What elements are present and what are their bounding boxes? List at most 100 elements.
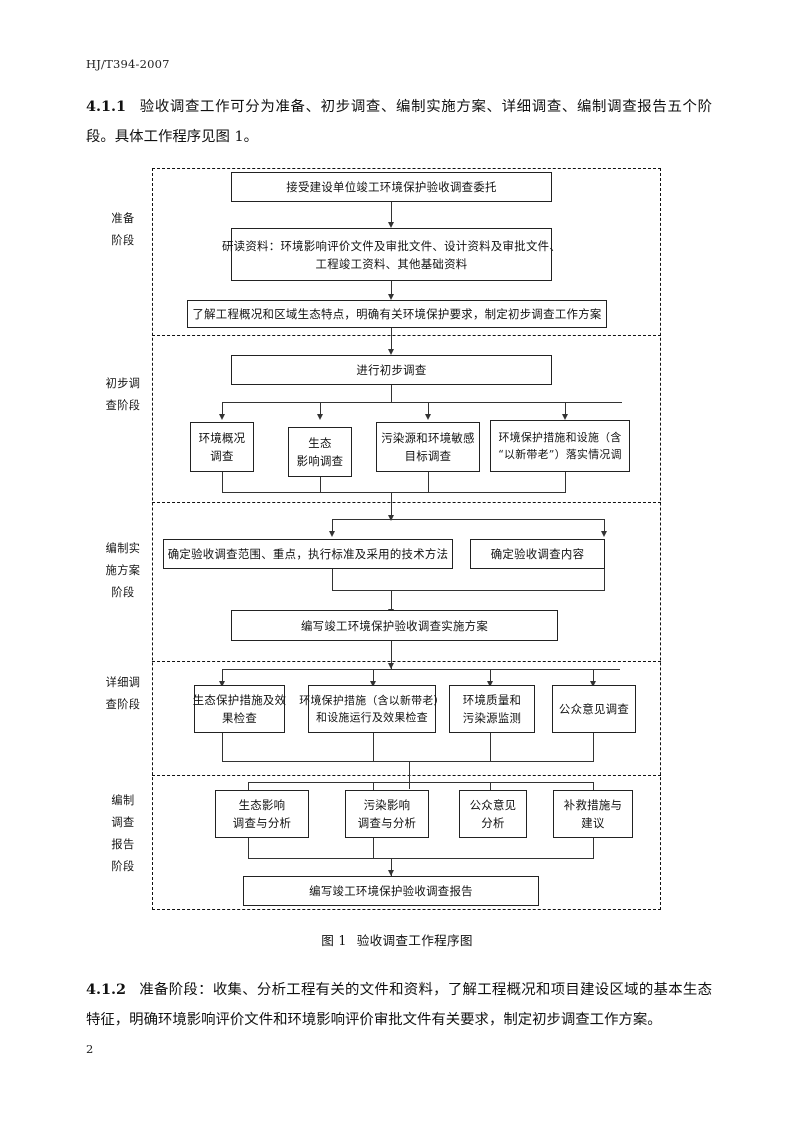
stage-label-line: 阶段: [111, 860, 135, 873]
node-text-line: 生态影响: [238, 798, 286, 812]
connector-preliminary-stem: [391, 385, 392, 402]
node-text-line: 确定验收调查内容: [490, 547, 585, 561]
connector-merge-eco-analysis: [248, 838, 249, 858]
node-text-line: 建议: [581, 816, 605, 830]
connector-stage5-branch-eco: [248, 782, 249, 794]
arrow-branch-env-measures: [562, 414, 568, 420]
arrow-branch-eco-impact: [317, 414, 323, 420]
flow-node-understand-project[interactable]: 了解工程概况和区域生态特点，明确有关环境保护要求，制定初步调查工作方案: [187, 300, 607, 328]
connector-stage5-merge-to-report: [391, 858, 392, 876]
connector-branch-env-overview: [222, 402, 223, 418]
flow-node-define-scope[interactable]: 确定验收调查范围、重点，执行标准及采用的技术方法: [163, 539, 453, 569]
arrow-understand-to-preliminary: [388, 349, 394, 355]
flow-node-remedial-measures[interactable]: 补救措施与 建议: [553, 790, 633, 838]
connector-branch-eco-impact: [320, 402, 321, 418]
stage-label-report-drafting: 编制 调查 报告 阶段: [92, 790, 154, 878]
flow-node-env-overview-survey[interactable]: 环境概况 调查: [190, 422, 254, 472]
flow-node-write-plan[interactable]: 编写竣工环境保护验收调查实施方案: [231, 610, 558, 641]
connector-merge-public: [593, 733, 594, 761]
connector-merge-pollution-analysis: [373, 838, 374, 858]
connector-merge-env-check: [373, 733, 374, 761]
stage-label-line: 查阶段: [105, 399, 141, 412]
connector-branch-env-measures: [565, 402, 566, 418]
arrow-stage5-merge-to-report: [388, 870, 394, 876]
node-text-line: 生态保护措施及效: [192, 693, 287, 707]
flow-node-pollution-sensitive-survey[interactable]: 污染源和环境敏感 目标调查: [376, 422, 480, 472]
node-text-line: 调查与分析: [232, 816, 292, 830]
connector-stage4-merge-to-stage5: [409, 761, 410, 789]
stage-label-preliminary-survey: 初步调 查阶段: [92, 373, 154, 417]
node-text-line: 和设施运行及效果检查: [316, 711, 428, 724]
flow-node-env-measures-check[interactable]: 环境保护措施（含以新带老） 和设施运行及效果检查: [299, 685, 444, 733]
document-header-standard-code: HJ/T394-2007: [86, 57, 170, 71]
stage-label-line: 编制实: [105, 542, 141, 555]
connector-stage3-merge-bus: [332, 590, 605, 591]
arrow-accept-to-study: [388, 222, 394, 228]
flow-node-env-protection-measures-survey[interactable]: 环境保护措施和设施（含 “以新带老”）落实情况调: [490, 420, 630, 472]
arrow-plan-to-stage4: [388, 663, 394, 669]
paragraph-4-1-1-number: 4.1.1: [86, 98, 127, 115]
flow-node-study-materials[interactable]: 研读资料：环境影响评价文件及审批文件、设计资料及审批文件、 工程竣工资料、其他基…: [222, 228, 561, 281]
connector-stage4-branch-public: [593, 669, 594, 685]
flow-node-public-opinion-analysis[interactable]: 公众意见 分析: [459, 790, 527, 838]
node-text-line: 环境保护措施（含以新带老）: [299, 694, 445, 707]
node-text-line: 污染影响: [363, 798, 411, 812]
connector-merge-eco-impact: [320, 477, 321, 492]
stage-label-line: 施方案: [105, 564, 141, 577]
node-text-line: 编写竣工环境保护验收调查报告: [309, 884, 473, 898]
figure-caption-text: 验收调查工作程序图: [356, 933, 473, 948]
connector-stage5-merge-bus: [248, 858, 594, 859]
stage-label-line: 初步调: [105, 377, 141, 390]
arrow-merge-to-stage3: [388, 515, 394, 521]
connector-merge-env-overview: [222, 472, 223, 492]
flow-node-write-report[interactable]: 编写竣工环境保护验收调查报告: [243, 876, 539, 906]
stage-label-line: 报告: [111, 838, 135, 851]
flow-node-conduct-preliminary[interactable]: 进行初步调查: [231, 355, 552, 385]
stage-label-line: 查阶段: [105, 698, 141, 711]
flow-node-eco-impact-survey[interactable]: 生态 影响调查: [288, 427, 352, 477]
node-text-line: 环境质量和: [462, 693, 522, 707]
node-text-line: 环境概况: [198, 431, 246, 445]
connector-stage3-branch-content: [604, 519, 605, 535]
flowchart-outer-frame: [152, 168, 661, 910]
node-text-line: 调查: [210, 449, 234, 463]
paragraph-4-1-2-text: 准备阶段：收集、分析工程有关的文件和资料，了解工程概况和项目建设区域的基本生态特…: [86, 982, 712, 1028]
node-text-line: 环境保护措施和设施（含: [498, 431, 622, 444]
connector-merge-env-measures: [565, 472, 566, 492]
arrow-stage4-branch-quality: [487, 681, 493, 687]
stage-label-line: 阶段: [111, 586, 135, 599]
connector-plan-to-stage4: [391, 641, 392, 669]
connector-stage3-split-bus: [332, 519, 605, 520]
connector-merge-bus: [222, 492, 566, 493]
page-number: 2: [86, 1042, 94, 1056]
arrow-branch-pollution: [425, 414, 431, 420]
flowchart-divider-4: [152, 775, 661, 776]
connector-study-to-understand: [391, 281, 392, 298]
flow-node-eco-impact-analysis[interactable]: 生态影响 调查与分析: [215, 790, 309, 838]
connector-branch-pollution: [428, 402, 429, 418]
flowchart-divider-3: [152, 661, 661, 662]
flow-node-eco-measures-check[interactable]: 生态保护措施及效 果检查: [192, 685, 287, 733]
connector-stage5-branch-pollution: [373, 782, 374, 794]
node-text-line: 工程竣工资料、其他基础资料: [315, 256, 468, 271]
flow-node-define-content[interactable]: 确定验收调查内容: [470, 539, 605, 569]
connector-understand-to-preliminary: [391, 328, 392, 353]
node-text-line: 公众意见调查: [558, 702, 630, 716]
connector-merge-quality: [490, 733, 491, 761]
connector-stage4-split-bus: [222, 669, 620, 670]
flow-node-env-quality-monitor[interactable]: 环境质量和 污染源监测: [449, 685, 535, 733]
stage-label-preparation: 准备 阶段: [92, 208, 154, 252]
flow-node-pollution-impact-analysis[interactable]: 污染影响 调查与分析: [345, 790, 429, 838]
node-text-line: 接受建设单位竣工环境保护验收调查委托: [286, 180, 497, 194]
connector-stage3-branch-scope: [332, 519, 333, 535]
stage-label-line: 编制: [111, 794, 135, 807]
connector-merge-remedial: [593, 838, 594, 858]
flow-node-accept-commission[interactable]: 接受建设单位竣工环境保护验收调查委托: [231, 172, 552, 202]
node-text-line: 补救措施与: [563, 798, 623, 812]
connector-stage4-merge-bus: [222, 761, 594, 762]
node-text-line: 果检查: [221, 711, 258, 725]
node-text-line: 了解工程概况和区域生态特点，明确有关环境保护要求，制定初步调查工作方案: [192, 307, 602, 321]
flow-node-public-opinion-survey[interactable]: 公众意见调查: [552, 685, 636, 733]
